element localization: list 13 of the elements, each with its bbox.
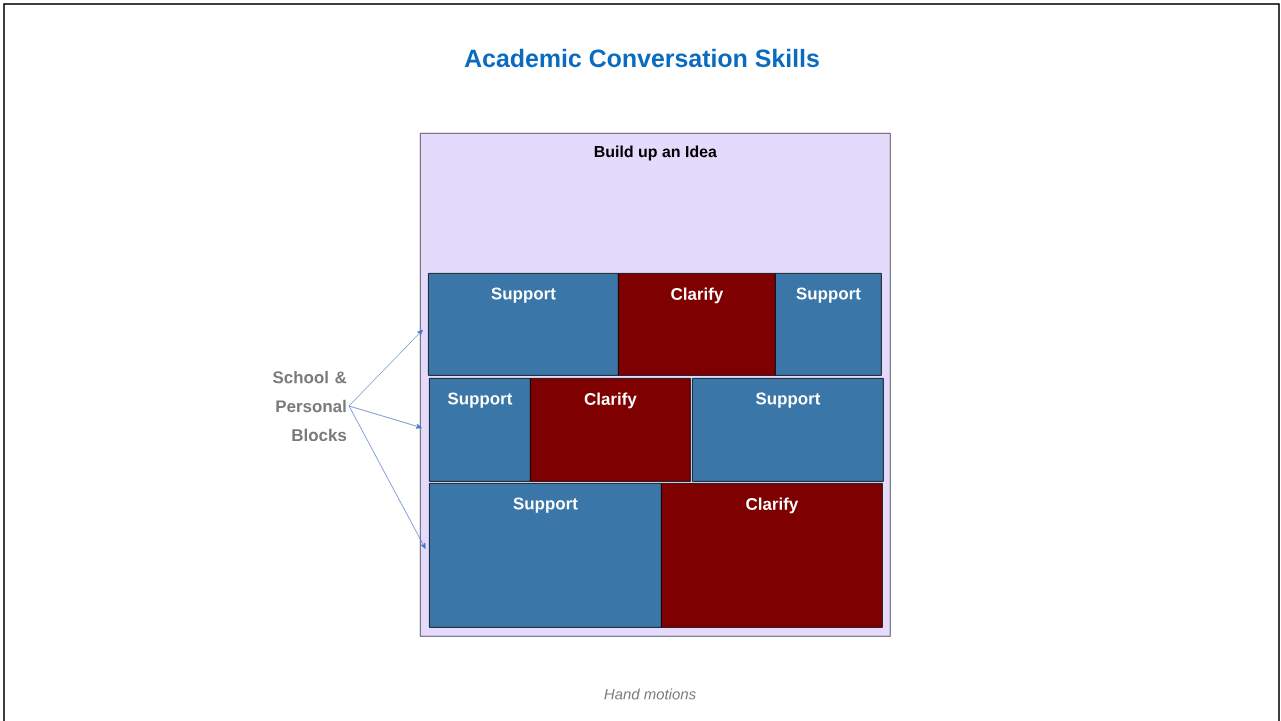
block: Clarify [530,378,691,482]
text-label: School & Personal Blocks [272,370,347,442]
arrow [348,405,426,549]
block: Support [429,378,531,482]
arrow [348,405,422,429]
block: Support [775,273,882,376]
caption: Hand motions [604,688,696,700]
arrow [348,329,423,407]
block: Clarify [661,483,883,628]
block: Clarify [618,273,776,376]
title: Academic Conversation Skills [464,48,819,68]
block: Support [692,378,884,482]
block: Support [428,273,619,376]
